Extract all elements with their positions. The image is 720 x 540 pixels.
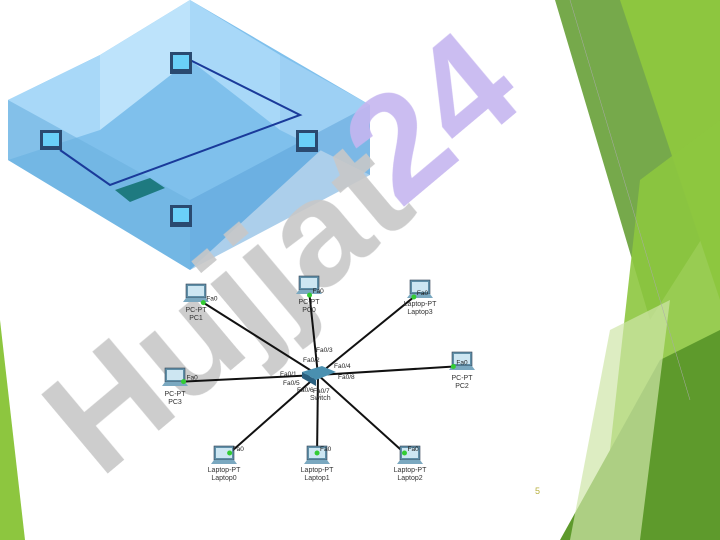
link-PC2 xyxy=(317,365,463,376)
device-type-label: PC-PT xyxy=(452,375,474,382)
device-port-label: Fa0 xyxy=(187,375,199,382)
device-type-label: Laptop-PT xyxy=(394,467,427,474)
switch-side xyxy=(302,372,316,386)
switch-port-label: Fa0/8 xyxy=(338,374,355,381)
device-type-label: PC-PT xyxy=(186,307,208,314)
switch-port-label: Fa0/6 xyxy=(297,387,314,394)
switch-label: Switch xyxy=(310,395,331,402)
switch-port-label: Fa0/3 xyxy=(316,347,333,354)
link-Laptop0 xyxy=(223,374,319,459)
device-base xyxy=(397,460,423,464)
device-base xyxy=(304,460,330,464)
device-base xyxy=(296,290,322,294)
link-Laptop3 xyxy=(317,291,421,376)
device-type-label: Laptop-PT xyxy=(301,467,334,474)
link-light xyxy=(401,450,407,456)
device-name-label: Laptop0 xyxy=(211,475,236,482)
device-type-label: Laptop-PT xyxy=(404,301,437,308)
switch-port-label: Fa0/1 xyxy=(280,371,297,378)
switch-port-label: Fa0/4 xyxy=(334,363,351,370)
link-light xyxy=(411,294,417,300)
link-light xyxy=(450,364,456,370)
switch-port-label: Fa0/2 xyxy=(303,357,320,364)
device-base xyxy=(211,460,237,464)
link-Laptop2 xyxy=(317,374,411,459)
link-light xyxy=(314,450,320,456)
device-name-label: PC2 xyxy=(455,383,469,390)
link-light xyxy=(181,379,187,385)
device-name-label: PC1 xyxy=(189,315,203,322)
device-name-label: PC3 xyxy=(168,399,182,406)
hub-icon xyxy=(115,178,165,202)
link-light xyxy=(307,292,313,298)
link-Laptop1 xyxy=(316,374,319,459)
screen xyxy=(402,448,418,458)
device-port-label: Fa0 xyxy=(206,296,218,303)
device-name-label: Laptop1 xyxy=(304,475,329,482)
device-port-label: Fa0 xyxy=(456,360,468,367)
device-type-label: Laptop-PT xyxy=(208,467,241,474)
switch-icon[interactable] xyxy=(302,366,336,380)
device-name-label: Laptop2 xyxy=(397,475,422,482)
device-port-label: Fa0 xyxy=(407,446,419,453)
device-port-label: Fa0 xyxy=(320,446,332,453)
switch-port-label: Fa0/5 xyxy=(283,380,300,387)
link-light xyxy=(227,450,233,456)
screen xyxy=(412,282,428,292)
device-port-label: Fa0 xyxy=(313,288,325,295)
screen xyxy=(301,278,317,288)
screen xyxy=(454,354,470,364)
device-port-label: Fa0 xyxy=(233,446,245,453)
switch-port-label: Fa0/7 xyxy=(313,388,330,395)
screen xyxy=(167,370,183,380)
link-PC0 xyxy=(308,289,319,376)
office-network-illustration xyxy=(8,0,370,270)
screen xyxy=(188,286,204,296)
device-name-label: PC0 xyxy=(302,307,316,314)
device-type-label: PC-PT xyxy=(299,299,321,306)
device-base xyxy=(162,382,188,386)
device-type-label: PC-PT xyxy=(165,391,187,398)
network-topology: SwitchFa0PC-PTPC1Fa0/1Fa0PC-PTPC0Fa0/2Fa… xyxy=(162,275,475,482)
link-PC3 xyxy=(174,374,319,383)
page-number: 5 xyxy=(535,486,541,496)
device-port-label: Fa0 xyxy=(417,290,429,297)
screen xyxy=(216,448,232,458)
device-name-label: Laptop3 xyxy=(407,309,432,316)
link-PC1 xyxy=(195,297,319,376)
link-light xyxy=(200,300,206,306)
